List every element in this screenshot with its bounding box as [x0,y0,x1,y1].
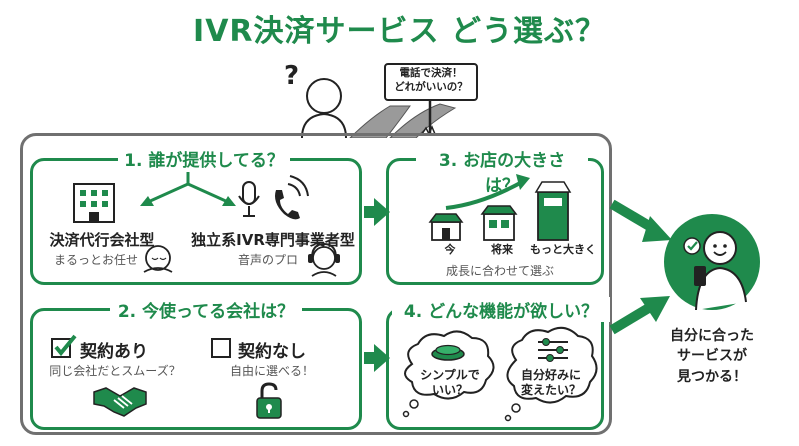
stage-future: 将来 [491,243,513,256]
payment-agency-label: 決済代行会社型 [49,231,155,249]
contract-panel [30,308,362,430]
independent-ivr-sub: 音声のプロ [237,253,298,267]
stage-now: 今 [444,243,456,256]
with-contract-sub: 同じ会社だとスムーズ？ [49,364,181,378]
features-illustration [402,326,598,422]
operator-icon [308,242,340,277]
simple-thought-bubble [404,330,495,400]
sign-line-2: どれがいいの？ [394,81,468,94]
phone-icon [275,175,309,220]
custom-bubble-text: 自分好みに 変えたい？ [508,368,594,398]
small-shop-icon [428,213,464,241]
with-contract-label: 契約あり [80,342,148,362]
store-size-panel-title: 3. お店の大きさは？ [416,146,588,196]
contract-panel-title: 2. 今使ってる会社は？ [110,297,302,322]
fork-road-illustration: ? [284,61,478,138]
custom-line-1: 自分好みに [520,368,581,382]
store-size-caption: 成長に合わせて選ぶ [445,264,554,278]
result-line-1: 自分に合った [670,328,754,344]
sliders-icon [538,338,568,362]
custom-line-2: 変えたい？ [520,383,581,397]
arrow-features-to-result [609,296,670,335]
sign-line-1: 電話で決済！ [399,67,463,79]
fork-sign: 電話で決済！ どれがいいの？ [385,66,477,94]
road-right [389,103,457,138]
question-mark-icon: ? [284,61,299,91]
unlocked-padlock-icon [256,382,282,419]
medium-shop-icon [480,205,518,241]
check-icon [683,237,701,255]
provider-panel-title: 1. 誰が提供してる？ [118,146,290,171]
provider-illustration [73,172,340,277]
relaxed-person-icon [143,245,173,273]
result-line-3: 見つかる！ [677,368,747,385]
result-line-2: サービスが [677,348,747,365]
large-shop-icon [534,181,572,241]
arrow-contract-to-features [364,344,390,372]
checked-checkbox-icon [51,334,77,358]
result-message: 自分に合った サービスが 見つかる！ [644,326,780,387]
road-left [349,105,411,138]
simple-bubble-text: シンプルで いい？ [402,368,498,398]
happy-user-illustration [664,214,760,311]
features-panel-title: 4. どんな機能が欲しい？ [392,297,610,322]
person-body [301,112,347,138]
options-frame [20,133,612,435]
arrow-size-to-result [609,199,672,242]
sign-board [384,63,478,101]
building-icon [73,183,115,223]
stage-bigger: もっと大きく [530,243,596,256]
arrow-provider-to-size [364,198,390,226]
payment-agency-sub: まるっとお任せ [53,253,138,267]
without-contract-label: 契約なし [238,342,306,362]
handshake-icon [93,387,147,417]
smartphone-icon [694,266,706,286]
push-button-icon [431,344,465,361]
unchecked-checkbox-icon [211,338,231,358]
simple-line-1: シンプルで [420,368,480,382]
microphone-icon [238,181,260,217]
without-contract-sub: 自由に選べる！ [229,364,314,378]
simple-line-2: いい？ [431,383,468,397]
independent-ivr-label: 独立系IVR専門事業者型 [191,231,355,249]
page-title: IVR決済サービス どう選ぶ？ [193,14,606,49]
store-growth-illustration [428,174,572,241]
custom-thought-bubble [506,326,598,404]
